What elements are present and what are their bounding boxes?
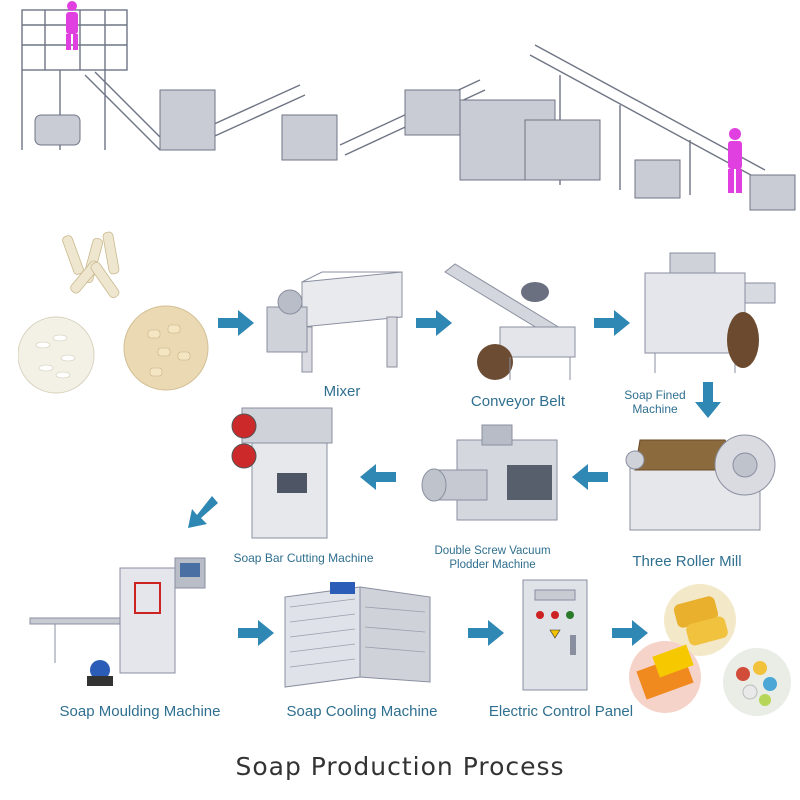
finished-soap-products-image [625,582,795,717]
arrow-icon [218,308,256,338]
soap-fined-label-line2: Machine [610,402,700,416]
electric-control-panel-image [515,575,595,695]
vacuum-plodder-machine-image [412,420,567,540]
three-roller-mill-image [615,425,780,545]
arrow-icon [468,618,506,648]
mixer-machine-image [262,262,412,382]
soap-fined-label-line1: Soap Fined [610,388,700,402]
soap-bar-cutting-label: Soap Bar Cutting Machine [226,551,381,565]
soap-fined-machine-image [625,248,785,383]
vacuum-plodder-label-line1: Double Screw Vacuum [420,544,565,558]
soap-moulding-machine-image [25,548,225,693]
arrow-icon [570,462,608,492]
production-line-overview [0,0,800,215]
electric-control-panel-label: Electric Control Panel [476,703,646,720]
arrow-icon [186,496,218,530]
vacuum-plodder-label-line2: Plodder Machine [420,558,565,572]
conveyor-belt-image [440,262,590,387]
conveyor-belt-label: Conveyor Belt [458,393,578,410]
three-roller-mill-label: Three Roller Mill [612,553,762,570]
soap-cooling-machine-image [275,582,440,697]
raw-soap-noodles-image [18,230,213,400]
soap-cooling-label: Soap Cooling Machine [272,703,452,720]
arrow-icon [693,382,723,420]
soap-moulding-label: Soap Moulding Machine [40,703,240,720]
page-title: Soap Production Process [0,752,800,781]
arrow-icon [358,462,396,492]
soap-bar-cutting-machine-image [222,398,342,546]
arrow-icon [238,618,276,648]
